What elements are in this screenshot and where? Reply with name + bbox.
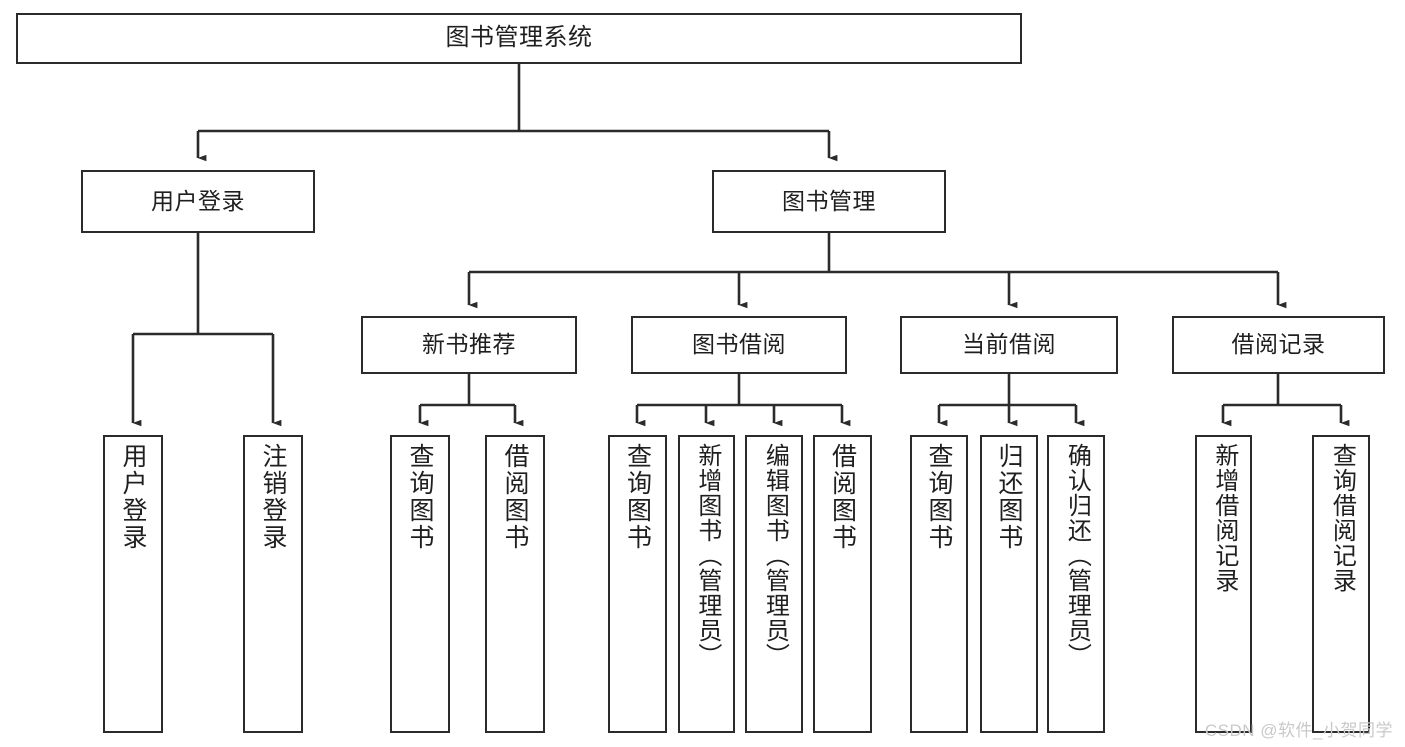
node-label: 当前借阅 xyxy=(962,331,1056,358)
node-book-management[interactable]: 图书管理 xyxy=(712,170,946,233)
node-label: 借阅图书 xyxy=(501,443,529,551)
node-label: 查询借阅记录 xyxy=(1328,443,1356,593)
node-label: 查询图书 xyxy=(406,443,434,551)
leaf-borrow-book-2[interactable]: 借阅图书 xyxy=(813,435,872,733)
node-label: 注销登录 xyxy=(259,443,287,551)
node-label: 新书推荐 xyxy=(422,331,516,358)
node-label: 编辑图书（管理员） xyxy=(761,443,789,668)
node-label: 新增借阅记录 xyxy=(1210,443,1238,593)
node-label: 借阅图书 xyxy=(828,443,857,551)
node-label: 用户登录 xyxy=(151,187,245,214)
leaf-query-book-1[interactable]: 查询图书 xyxy=(390,435,450,733)
leaf-borrow-book-1[interactable]: 借阅图书 xyxy=(485,435,545,733)
node-label: 新增图书（管理员） xyxy=(693,443,721,668)
leaf-user-login[interactable]: 用户登录 xyxy=(103,435,163,733)
leaf-add-record[interactable]: 新增借阅记录 xyxy=(1195,435,1252,733)
node-book-borrow[interactable]: 图书借阅 xyxy=(631,316,847,374)
csdn-watermark: CSDN @软件_小贺同学 xyxy=(1204,721,1393,740)
node-label: 图书管理 xyxy=(782,187,876,214)
node-label: 图书借阅 xyxy=(692,331,786,358)
node-label: 查询图书 xyxy=(925,443,953,551)
leaf-return-book[interactable]: 归还图书 xyxy=(980,435,1038,733)
node-label: 确认归还（管理员） xyxy=(1063,443,1091,668)
node-root-system[interactable]: 图书管理系统 xyxy=(16,13,1022,64)
node-current-borrow[interactable]: 当前借阅 xyxy=(900,316,1118,374)
node-borrow-record[interactable]: 借阅记录 xyxy=(1172,316,1385,374)
node-label: 图书管理系统 xyxy=(445,24,593,52)
leaf-query-book-2[interactable]: 查询图书 xyxy=(608,435,667,733)
node-label: 借阅记录 xyxy=(1231,331,1326,358)
leaf-add-book[interactable]: 新增图书（管理员） xyxy=(678,435,735,733)
leaf-user-logout[interactable]: 注销登录 xyxy=(243,435,303,733)
leaf-edit-book[interactable]: 编辑图书（管理员） xyxy=(745,435,803,733)
node-new-book-recommend[interactable]: 新书推荐 xyxy=(361,316,577,374)
leaf-query-record[interactable]: 查询借阅记录 xyxy=(1312,435,1370,733)
node-label: 用户登录 xyxy=(119,443,147,551)
leaf-query-book-3[interactable]: 查询图书 xyxy=(910,435,968,733)
node-label: 查询图书 xyxy=(623,443,652,551)
leaf-confirm-return[interactable]: 确认归还（管理员） xyxy=(1047,435,1105,733)
node-user-login[interactable]: 用户登录 xyxy=(81,170,315,233)
node-label: 归还图书 xyxy=(995,443,1023,551)
